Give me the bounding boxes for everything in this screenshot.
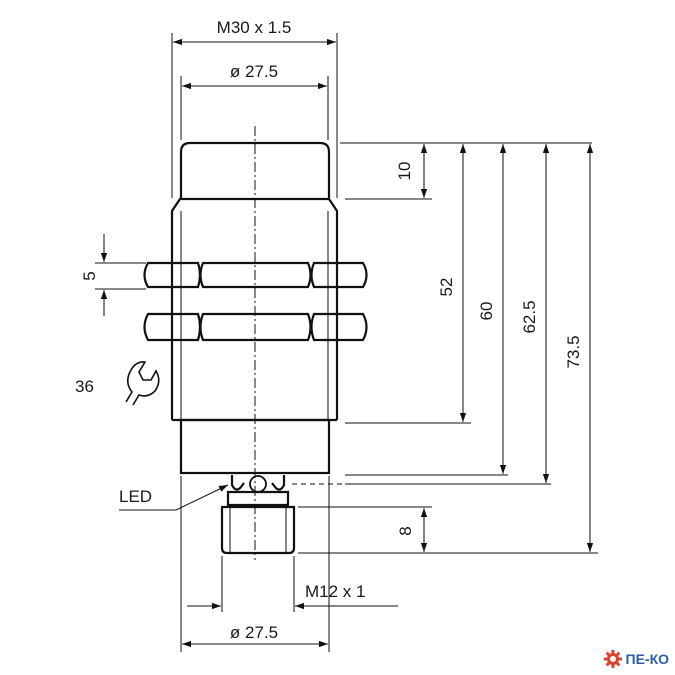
- dimension-nut-width: 5: [80, 234, 146, 316]
- label-led: LED: [119, 487, 152, 506]
- wrench-size: 36: [75, 361, 160, 406]
- dimension-length-52: 52: [437, 144, 467, 422]
- label-length-73-5: 73.5: [564, 335, 583, 368]
- label-connector-length: 8: [396, 526, 415, 535]
- extension-lines-right: [292, 142, 598, 554]
- wrench-icon: [125, 361, 160, 406]
- dimension-length-73-5: 73.5: [564, 144, 594, 552]
- dimension-thread-top: M30 x 1.5: [171, 18, 338, 198]
- label-thread-connector: M12 x 1: [305, 582, 365, 601]
- brand-logo: ПЕ-КО: [603, 649, 670, 669]
- gear-icon: [603, 650, 622, 668]
- dimension-length-62-5: 62.5: [520, 144, 550, 483]
- label-diameter-bottom: ø 27.5: [230, 623, 278, 642]
- dimension-diameter-top: ø 27.5: [180, 62, 329, 140]
- led-window: [249, 475, 267, 493]
- sensor-body: [170, 126, 339, 560]
- label-thread-top: M30 x 1.5: [217, 18, 292, 37]
- dimension-length-60: 60: [477, 144, 507, 474]
- dimension-cap-height: 10: [395, 144, 428, 198]
- connector: [220, 475, 296, 555]
- label-nut-width: 5: [80, 271, 99, 280]
- label-length-62-5: 62.5: [520, 300, 539, 333]
- label-diameter-top: ø 27.5: [230, 62, 278, 81]
- dimension-diameter-bottom: ø 27.5: [180, 476, 330, 652]
- label-cap-height: 10: [395, 162, 414, 181]
- dimension-connector-length: 8: [396, 508, 428, 552]
- dimension-thread-connector: M12 x 1: [187, 556, 398, 612]
- nut-upper: [143, 261, 368, 289]
- label-wrench-size: 36: [75, 377, 94, 396]
- nut-lower: [143, 312, 368, 342]
- label-length-60: 60: [477, 302, 496, 321]
- led-callout: LED: [119, 484, 229, 511]
- label-length-52: 52: [437, 278, 456, 297]
- logo-text: ПЕ-КО: [625, 651, 670, 667]
